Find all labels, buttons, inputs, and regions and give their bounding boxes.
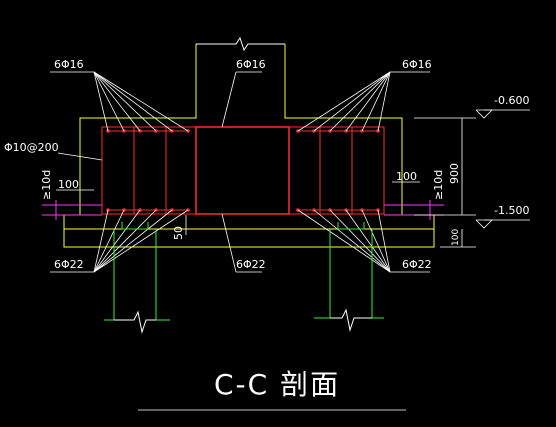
beam-outline — [63, 44, 435, 248]
elevation-top: -0.600 — [494, 94, 529, 107]
label-top-left-rebar: 6Φ16 — [54, 58, 84, 71]
rebar-cage — [101, 126, 385, 215]
leader-line — [377, 209, 391, 273]
section-title: C-C 剖面 — [214, 368, 340, 401]
leader-line — [93, 209, 141, 273]
pile-right-inner — [337, 222, 365, 230]
pile-left — [104, 229, 115, 321]
leader-line — [93, 209, 173, 273]
dim-cover: 50 — [172, 226, 185, 240]
label-top-center-rebar: 6Φ16 — [236, 58, 266, 71]
leader-line — [329, 71, 391, 132]
leader-line — [361, 71, 391, 132]
pile-right — [371, 229, 384, 319]
label-bottom-left-rebar: 6Φ22 — [54, 258, 84, 271]
pile-left-inner — [121, 222, 149, 230]
leader-line — [313, 71, 391, 132]
pile-break — [330, 308, 372, 332]
leader-line — [93, 209, 125, 273]
piles — [104, 222, 384, 334]
leader-line — [93, 71, 109, 132]
label-stirrup: Φ10@200 — [4, 141, 59, 154]
leader-line — [93, 209, 157, 273]
leader-line — [93, 71, 141, 132]
label-bottom-center-rebar: 6Φ22 — [236, 258, 266, 271]
leader-line — [297, 71, 391, 132]
dim-left-offset: 100 — [58, 178, 79, 191]
rebar-main-box — [101, 126, 385, 215]
dimension-lines — [56, 109, 530, 411]
leader-line — [221, 213, 237, 273]
elevation-bottom: -1.500 — [494, 204, 529, 217]
label-bottom-right-rebar: 6Φ22 — [402, 258, 432, 271]
leader-lines — [50, 71, 430, 273]
leader-line — [313, 209, 391, 273]
dim-left-anchor: ≥10d — [40, 170, 53, 200]
leader-line — [377, 71, 391, 132]
leader-line — [57, 152, 103, 161]
leader-line — [345, 209, 391, 273]
leader-line — [93, 209, 189, 273]
pile-right — [314, 229, 331, 319]
leader-line — [93, 71, 173, 132]
elevation-marker-top — [475, 109, 493, 119]
top-break-line — [196, 36, 285, 52]
leader-line — [297, 209, 391, 273]
leader-line — [221, 71, 237, 128]
pile-break — [114, 310, 156, 334]
leader-line — [93, 71, 125, 132]
dim-right-anchor: ≥10d — [432, 170, 445, 200]
dim-height: 900 — [448, 163, 461, 184]
leader-line — [93, 209, 109, 273]
pile-left — [155, 229, 170, 321]
dim-base: 100 — [451, 229, 461, 246]
column-stirrup — [195, 126, 290, 215]
anchorage-lines — [42, 200, 444, 220]
elevation-marker-bottom — [475, 219, 493, 229]
leader-line — [361, 209, 391, 273]
leader-line — [329, 209, 391, 273]
leader-line — [93, 71, 157, 132]
leader-line — [345, 71, 391, 132]
leader-line — [93, 71, 189, 132]
dim-right-offset: 100 — [396, 170, 417, 183]
label-top-right-rebar: 6Φ16 — [402, 58, 432, 71]
